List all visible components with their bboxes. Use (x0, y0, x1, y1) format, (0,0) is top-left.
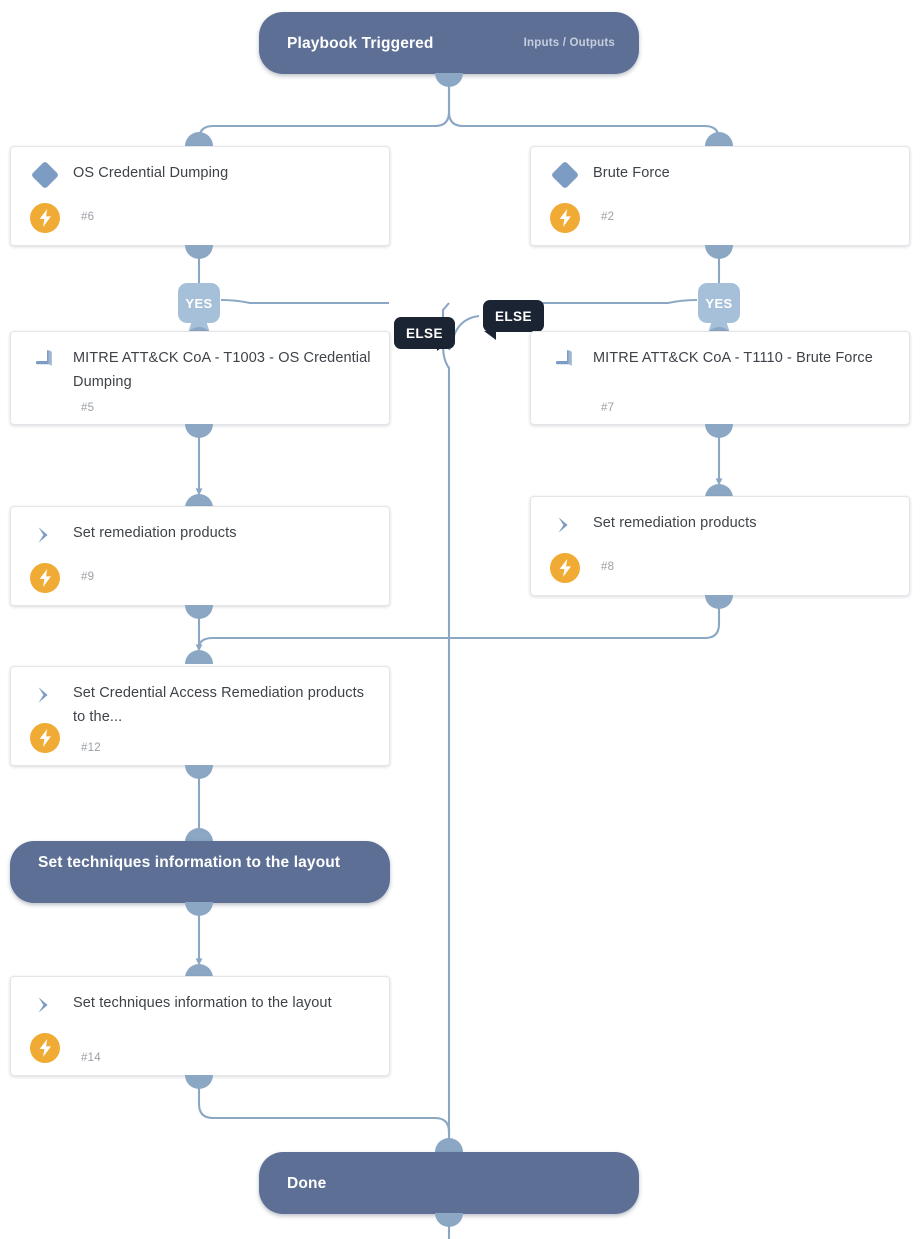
set-remediation-products-left-title: Set remediation products (73, 525, 237, 541)
yes-left-text: YES (185, 295, 213, 311)
bolt-icon (550, 203, 580, 233)
port-t1003-bottom (185, 424, 213, 438)
port-set-remediation-left-top (185, 494, 213, 508)
os-credential-dumping-tasknum: #6 (81, 211, 95, 223)
port-set-remediation-right-top (705, 484, 733, 498)
branch-label-yes-right[interactable]: YES (698, 283, 740, 323)
edge-start-to-brute-force (447, 80, 723, 147)
edge-start-to-os-credential (195, 80, 451, 147)
bolt-icon (30, 563, 60, 593)
edge-brute-force-else-in (538, 298, 698, 305)
bolt-icon (30, 723, 60, 753)
node-section-set-techniques-layout[interactable]: Set techniques information to the layout (10, 841, 390, 903)
set-remediation-products-right-tasknum: #8 (601, 561, 615, 573)
set-remediation-products-left-tasknum: #9 (81, 571, 95, 583)
port-os-credential-top (185, 132, 213, 146)
port-set-techniques-bottom (185, 1075, 213, 1089)
port-set-techniques-top (185, 964, 213, 978)
playbook-triggered-label: Playbook Triggered (287, 35, 434, 52)
node-os-credential-dumping[interactable]: OS Credential Dumping #6 (10, 146, 390, 246)
branch-label-else-right[interactable]: ELSE (483, 300, 544, 332)
mitre-coa-t1110-tasknum: #7 (601, 402, 615, 414)
set-credential-access-remediation-tasknum: #12 (81, 742, 101, 754)
section-set-techniques-layout-label: Set techniques information to the layout (38, 854, 341, 871)
port-brute-force-bottom (705, 245, 733, 259)
port-set-remediation-right-bottom (705, 595, 733, 609)
edge-set-techniques-to-done (197, 1082, 453, 1146)
port-start-bottom (435, 73, 463, 87)
node-playbook-triggered[interactable]: Playbook Triggered Inputs / Outputs (259, 12, 639, 74)
node-set-techniques-information[interactable]: Set techniques information to the layout… (10, 976, 390, 1076)
chevron-right-icon (35, 525, 55, 545)
mitre-coa-t1110-title: MITRE ATT&CK CoA - T1110 - Brute Force (593, 350, 873, 366)
diamond-icon (30, 160, 60, 190)
yes-right-text: YES (705, 295, 733, 311)
bolt-icon (550, 553, 580, 583)
bolt-icon (30, 1033, 60, 1063)
chevron-right-icon (35, 995, 55, 1015)
edge-set-remediation-right-merge (197, 602, 721, 649)
chevron-right-icon (35, 685, 55, 705)
mitre-coa-t1003-title: MITRE ATT&CK CoA - T1003 - OS Credential… (73, 350, 371, 390)
chevron-right-icon (555, 515, 575, 535)
mitre-coa-t1003-tasknum: #5 (81, 402, 95, 414)
set-remediation-products-right-title: Set remediation products (593, 515, 757, 531)
book-icon (553, 346, 577, 370)
else-left-tail (437, 342, 449, 351)
set-credential-access-remediation-title: Set Credential Access Remediation produc… (73, 685, 365, 725)
inputs-outputs-label: Inputs / Outputs (523, 37, 615, 49)
os-credential-dumping-title: OS Credential Dumping (73, 165, 229, 181)
port-section-techniques-top (185, 828, 213, 842)
port-credential-access-bottom (185, 765, 213, 779)
port-section-techniques-bottom (185, 902, 213, 916)
port-t1110-bottom (705, 424, 733, 438)
book-icon (33, 346, 57, 370)
port-os-credential-bottom (185, 245, 213, 259)
port-credential-access-top (185, 650, 213, 664)
node-set-remediation-products-left[interactable]: Set remediation products #9 (10, 506, 390, 606)
node-set-remediation-products-right[interactable]: Set remediation products #8 (530, 496, 910, 596)
node-done[interactable]: Done (259, 1152, 639, 1214)
edge-else-left-down (441, 302, 451, 1134)
port-set-remediation-left-bottom (185, 605, 213, 619)
set-techniques-information-tasknum: #14 (81, 1052, 101, 1064)
else-left-text: ELSE (406, 325, 443, 341)
edge-os-credential-else-in (220, 298, 389, 305)
node-brute-force[interactable]: Brute Force #2 (530, 146, 910, 246)
port-brute-force-top (705, 132, 733, 146)
brute-force-title: Brute Force (593, 165, 670, 181)
node-mitre-coa-t1003[interactable]: MITRE ATT&CK CoA - T1003 - OS Credential… (10, 331, 390, 425)
port-done-top (435, 1138, 463, 1152)
brute-force-tasknum: #2 (601, 211, 615, 223)
port-done-bottom (435, 1213, 463, 1227)
set-techniques-information-title: Set techniques information to the layout (73, 995, 332, 1011)
bolt-icon (30, 203, 60, 233)
branch-label-yes-left[interactable]: YES (178, 283, 220, 323)
else-right-text: ELSE (495, 308, 532, 324)
node-set-credential-access-remediation[interactable]: Set Credential Access Remediation produc… (10, 666, 390, 766)
done-label: Done (287, 1175, 327, 1192)
node-mitre-coa-t1110[interactable]: MITRE ATT&CK CoA - T1110 - Brute Force #… (530, 331, 910, 425)
else-right-tail (484, 331, 496, 340)
diamond-icon (550, 160, 580, 190)
